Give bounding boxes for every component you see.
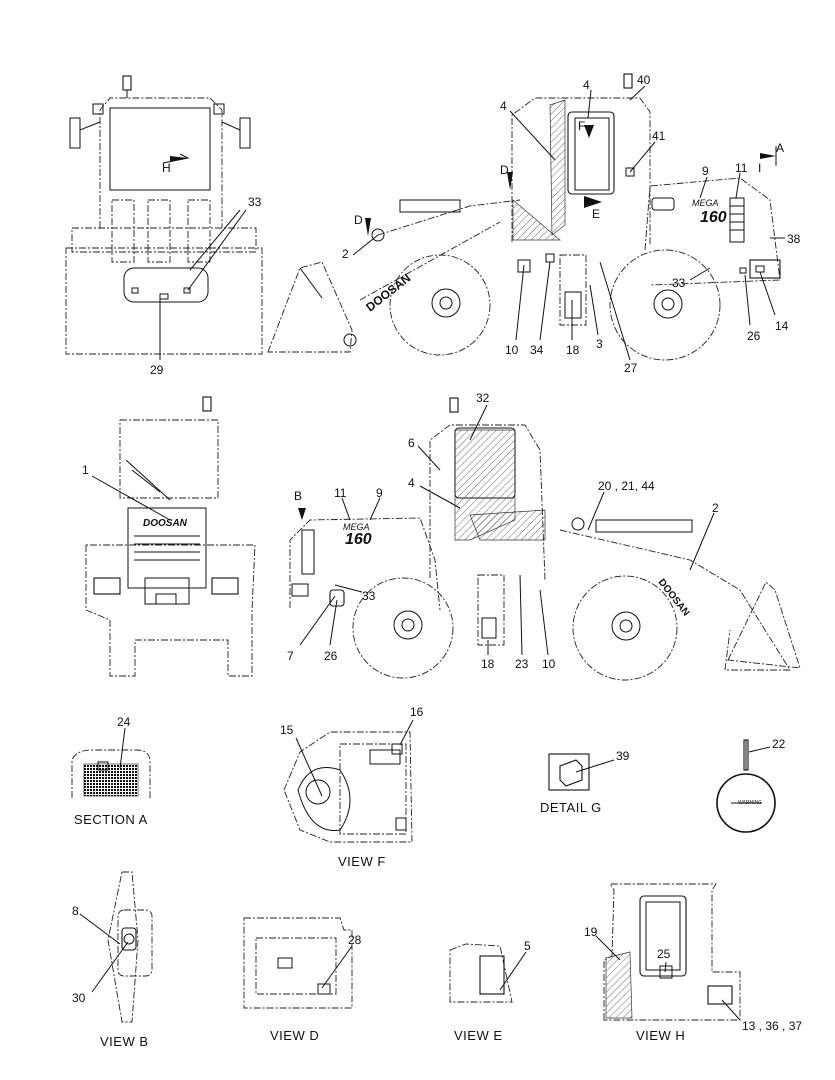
view-b: 8 30 VIEW B <box>72 871 153 1049</box>
mega-decal-rear: MEGA <box>343 522 370 532</box>
callout-23: 23 <box>515 657 529 671</box>
view-letter-e: E <box>592 207 600 221</box>
brand-decal-side: DOOSAN <box>363 271 413 314</box>
callout-33-front: 33 <box>248 195 262 209</box>
callout-11-side: 11 <box>735 161 748 175</box>
callout-14: 14 <box>775 319 789 333</box>
view-letter-a: A <box>776 141 784 155</box>
warning-disc-22: WARNING 22 <box>716 737 786 833</box>
callout-1: 1 <box>82 463 89 477</box>
callout-2-rear: 2 <box>712 501 719 515</box>
callout-33-rear: 33 <box>362 589 376 603</box>
callout-6: 6 <box>408 436 415 450</box>
mega-decal-side: MEGA <box>692 198 719 208</box>
rear-view: DOOSAN 1 <box>82 396 256 677</box>
left-side-view: DOOSAN F E D D MEGA 160 <box>267 73 801 375</box>
section-a: 24 SECTION A <box>71 715 151 827</box>
callout-4-rear: 4 <box>408 476 415 490</box>
callout-3: 3 <box>596 337 603 351</box>
callout-24: 24 <box>117 715 131 729</box>
front-view-top: H 33 29 <box>65 75 263 377</box>
view-h: 19 25 13 , 36 , 37 VIEW H <box>584 883 802 1043</box>
callout-41: 41 <box>652 129 666 143</box>
callout-38: 38 <box>787 232 801 246</box>
callout-2-side: 2 <box>342 247 349 261</box>
callout-25: 25 <box>657 947 671 961</box>
brand-decal-arm: DOOSAN <box>656 577 692 618</box>
callout-32: 32 <box>476 391 490 405</box>
callout-30: 30 <box>72 991 86 1005</box>
callout-34: 34 <box>530 343 544 357</box>
view-letter-d-arm: D <box>354 213 363 227</box>
callout-13-36-37: 13 , 36 , 37 <box>742 1019 802 1033</box>
callout-29: 29 <box>150 363 164 377</box>
callout-9-rear: 9 <box>376 486 383 500</box>
brand-decal-rear: DOOSAN <box>143 518 188 529</box>
callout-19: 19 <box>584 925 598 939</box>
callout-26-rear: 26 <box>324 649 338 663</box>
right-side-view: MEGA 160 DOOSAN B 32 6 4 11 9 <box>287 391 801 681</box>
caption-view-f: VIEW F <box>338 854 386 869</box>
model-decal-rear: 160 <box>345 531 372 548</box>
warning-text: WARNING <box>738 800 762 806</box>
detail-g: 39 DETAIL G <box>540 749 630 815</box>
callout-9-side: 9 <box>702 164 709 178</box>
caption-view-b: VIEW B <box>100 1034 149 1049</box>
callout-15: 15 <box>280 723 294 737</box>
callout-18-rear: 18 <box>481 657 495 671</box>
callout-10-rear: 10 <box>542 657 556 671</box>
callout-33-side: 33 <box>672 276 686 290</box>
callout-16: 16 <box>410 705 424 719</box>
callout-40: 40 <box>637 73 651 87</box>
caption-section-a: SECTION A <box>74 812 148 827</box>
callout-27: 27 <box>624 361 638 375</box>
callout-28: 28 <box>348 933 362 947</box>
callout-4-side-a: 4 <box>583 78 590 92</box>
view-e: 5 VIEW E <box>449 939 531 1043</box>
caption-detail-g: DETAIL G <box>540 800 602 815</box>
view-letter-d-cab: D <box>500 163 509 177</box>
view-d: 28 VIEW D <box>243 917 362 1043</box>
callout-4-side-b: 4 <box>500 99 507 113</box>
view-letter-b: B <box>294 489 302 503</box>
view-f: 15 16 VIEW F <box>280 705 424 869</box>
callout-22: 22 <box>772 737 786 751</box>
callout-18-side: 18 <box>566 343 580 357</box>
callout-10-side: 10 <box>505 343 519 357</box>
callout-39: 39 <box>616 749 630 763</box>
callout-5: 5 <box>524 939 531 953</box>
callout-20-21-44: 20 , 21, 44 <box>598 479 655 493</box>
caption-view-e: VIEW E <box>454 1028 503 1043</box>
caption-view-d: VIEW D <box>270 1028 319 1043</box>
caption-view-h: VIEW H <box>636 1028 685 1043</box>
view-letter-i: I <box>758 161 761 175</box>
view-letter-h: H <box>162 161 171 175</box>
callout-8: 8 <box>72 904 79 918</box>
view-letter-f: F <box>578 119 585 133</box>
callout-7: 7 <box>287 649 294 663</box>
model-decal-side: 160 <box>700 209 727 226</box>
callout-11-rear: 11 <box>334 486 347 500</box>
callout-26-side: 26 <box>747 329 761 343</box>
